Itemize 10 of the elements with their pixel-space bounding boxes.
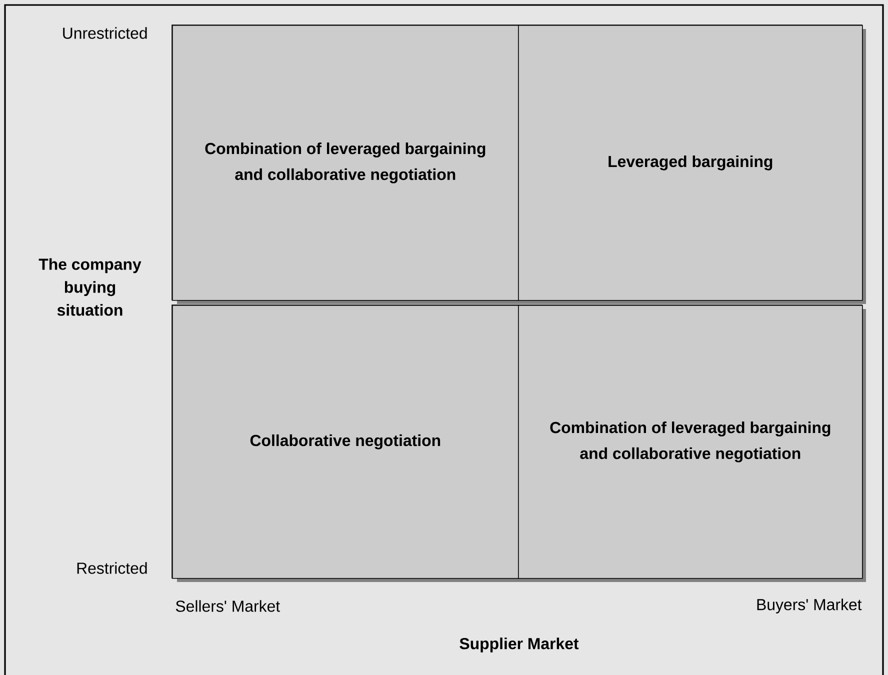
axis-title: Supplier Market bbox=[460, 638, 579, 652]
quadrant-cell: Combination of leveraged bargaining and collaborative negotiation bbox=[518, 305, 863, 579]
quadrant-cell: Combination of leveraged bargaining and collaborative negotiation bbox=[172, 25, 519, 301]
axis-label: Sellers' Market bbox=[176, 600, 280, 612]
axis-label: Restricted bbox=[77, 562, 147, 574]
axis-title: The company buying situation bbox=[38, 258, 142, 316]
axis-label: Unrestricted bbox=[63, 27, 147, 39]
quadrant-cell: Collaborative negotiation bbox=[172, 305, 519, 579]
quadrant-cell: Leveraged bargaining bbox=[518, 25, 863, 301]
axis-label: Buyers' Market bbox=[757, 598, 862, 614]
